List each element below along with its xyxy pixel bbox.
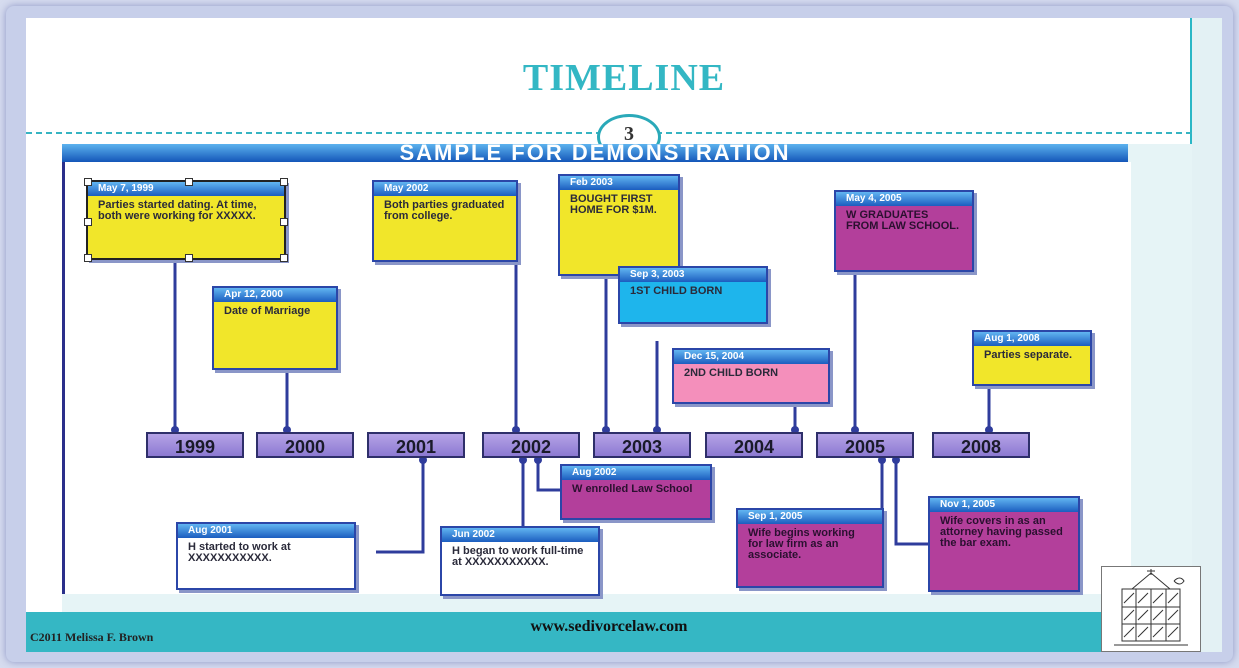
footer-bar: www.sedivorcelaw.com C2011 Melissa F. Br…: [26, 612, 1192, 652]
event-text: Wife begins working for law firm as an a…: [748, 527, 855, 561]
event-box[interactable]: Aug 1, 2008 Parties separate.: [972, 330, 1092, 386]
copyright: C2011 Melissa F. Brown: [30, 630, 154, 644]
event-box[interactable]: Sep 3, 2003 1ST CHILD BORN: [618, 266, 768, 324]
panel-bottom-background: [62, 594, 1192, 612]
event-date: Dec 15, 2004: [674, 350, 828, 364]
event-text: Date of Marriage: [224, 305, 311, 317]
building-logo: [1101, 566, 1201, 652]
building-logo-icon: [1114, 569, 1188, 646]
event-date: Sep 1, 2005: [738, 510, 882, 524]
footer-url[interactable]: www.sedivorcelaw.com: [530, 618, 688, 635]
year-label: 2003: [593, 432, 691, 458]
event-box[interactable]: May 2002 Both parties graduated from col…: [372, 180, 518, 262]
event-date: Nov 1, 2005: [930, 498, 1078, 512]
event-text: 1ST CHILD BORN: [630, 285, 723, 297]
panel-side-background: [1128, 144, 1192, 594]
event-box[interactable]: Aug 2001 H started to work at XXXXXXXXXX…: [176, 522, 356, 590]
slide-title: TIMELINE: [522, 57, 726, 99]
event-date: Aug 2001: [178, 524, 354, 538]
event-date: May 2002: [374, 182, 516, 196]
event-text: Parties separate.: [984, 349, 1073, 361]
event-date: May 7, 1999: [88, 182, 284, 196]
event-date: Aug 1, 2008: [974, 332, 1090, 346]
event-box[interactable]: Aug 2002 W enrolled Law School: [560, 464, 712, 520]
resize-handle[interactable]: [280, 254, 288, 262]
year-label: 2000: [256, 432, 354, 458]
event-text: Parties started dating. At time, both we…: [98, 199, 257, 222]
event-box[interactable]: May 4, 2005 W GRADUATES FROM LAW SCHOOL.: [834, 190, 974, 272]
resize-handle[interactable]: [84, 178, 92, 186]
resize-handle[interactable]: [84, 218, 92, 226]
event-date: Sep 3, 2003: [620, 268, 766, 282]
event-date: Feb 2003: [560, 176, 678, 190]
event-box[interactable]: Dec 15, 2004 2ND CHILD BORN: [672, 348, 830, 404]
resize-handle[interactable]: [280, 218, 288, 226]
banner-title: SAMPLE FOR DEMONSTRATION: [399, 140, 791, 165]
event-text: H started to work at XXXXXXXXXXX.: [188, 541, 291, 564]
event-text: BOUGHT FIRST HOME FOR $1M.: [570, 193, 657, 216]
event-box[interactable]: Jun 2002 H began to work full-time at XX…: [440, 526, 600, 596]
event-box[interactable]: Apr 12, 2000 Date of Marriage: [212, 286, 338, 370]
event-date: May 4, 2005: [836, 192, 972, 206]
event-text: W GRADUATES FROM LAW SCHOOL.: [846, 209, 960, 232]
banner-bar: [62, 144, 1128, 162]
event-date: Aug 2002: [562, 466, 710, 480]
event-box[interactable]: Feb 2003 BOUGHT FIRST HOME FOR $1M.: [558, 174, 680, 276]
year-label: 1999: [146, 432, 244, 458]
resize-handle[interactable]: [185, 254, 193, 262]
event-date: Apr 12, 2000: [214, 288, 336, 302]
event-box[interactable]: Sep 1, 2005 Wife begins working for law …: [736, 508, 884, 588]
event-text: H began to work full-time at XXXXXXXXXXX…: [452, 545, 584, 568]
event-text: Wife covers in as an attorney having pas…: [940, 515, 1063, 549]
event-box[interactable]: Nov 1, 2005 Wife covers in as an attorne…: [928, 496, 1080, 592]
resize-handle[interactable]: [185, 178, 193, 186]
event-text: Both parties graduated from college.: [384, 199, 505, 222]
year-label: 2005: [816, 432, 914, 458]
event-box[interactable]: May 7, 1999 Parties started dating. At t…: [84, 178, 288, 262]
event-date: Jun 2002: [442, 528, 598, 542]
year-label: 2008: [932, 432, 1030, 458]
slide: TIMELINE 3 SAMPLE FOR DEMONSTRATION: [26, 18, 1222, 652]
event-text: W enrolled Law School: [572, 483, 693, 495]
year-label: 2004: [705, 432, 803, 458]
resize-handle[interactable]: [84, 254, 92, 262]
year-label: 2002: [482, 432, 580, 458]
event-text: 2ND CHILD BORN: [684, 367, 779, 379]
year-label: 2001: [367, 432, 465, 458]
resize-handle[interactable]: [280, 178, 288, 186]
